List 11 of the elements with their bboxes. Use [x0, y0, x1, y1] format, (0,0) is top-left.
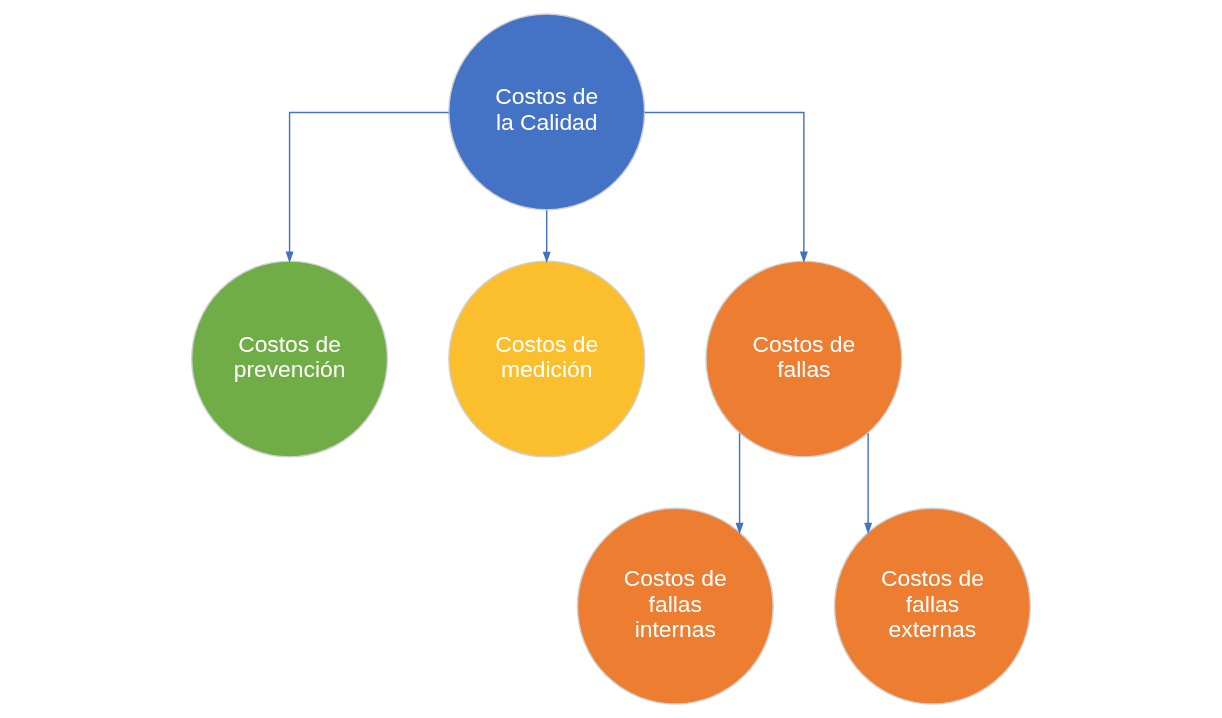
node-circle: Costos de la Calidad: [448, 13, 646, 211]
node-circle: Costos de fallas: [705, 260, 903, 458]
node-circle: Costos de prevención: [191, 260, 389, 458]
arrow: [864, 432, 873, 535]
node-circle: Costos de fallas externas: [833, 507, 1031, 705]
arrow: [285, 111, 450, 264]
arrow: [735, 432, 744, 535]
arrow: [643, 111, 808, 264]
node-circle: Costos de fallas internas: [576, 507, 774, 705]
arrow: [542, 209, 551, 264]
node-circle: Costos de medición: [448, 260, 646, 458]
